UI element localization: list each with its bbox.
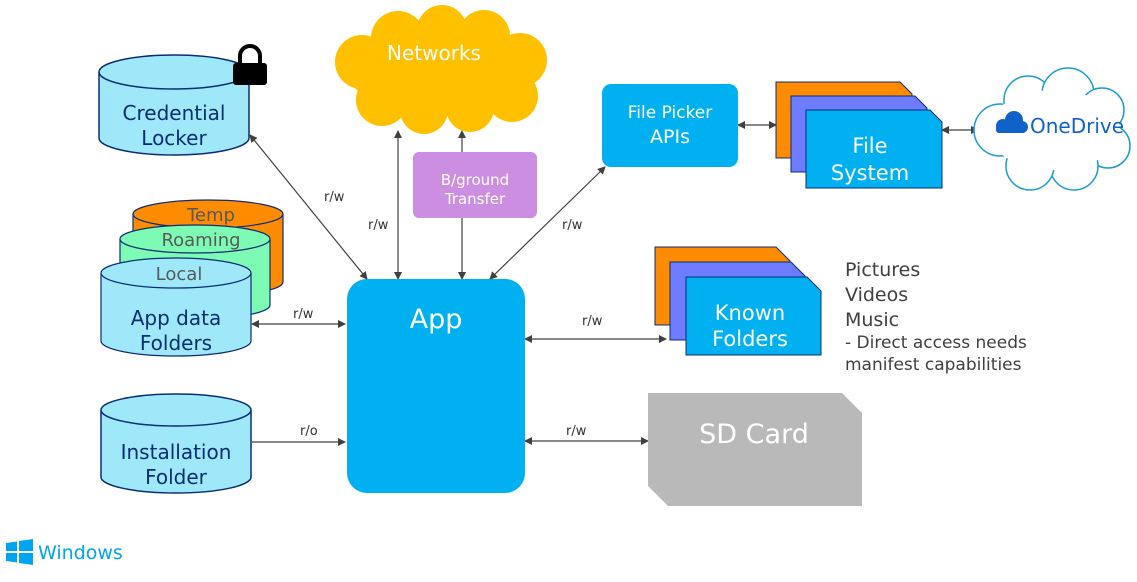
app-box [347, 279, 525, 493]
credential-locker-cylinder [98, 72, 250, 156]
bground-transfer-box [413, 152, 537, 218]
file-picker-label-line2: APIs [650, 126, 690, 148]
installation-folder-label-line2: Folder [145, 465, 208, 489]
onedrive-cloud-icon [996, 111, 1028, 133]
onedrive-label: OneDrive [1030, 114, 1124, 138]
roaming-label: Roaming [161, 230, 240, 251]
networks-cloud: Networks [335, 5, 547, 134]
local-cylinder [100, 273, 252, 357]
known-list-note-line1: - Direct access needs [845, 333, 1027, 353]
app-label: App [410, 304, 463, 335]
windows-brand: Windows [6, 539, 123, 565]
installation-folder-cylinder-top [100, 393, 252, 427]
credential-locker-node: Credential Locker [98, 54, 250, 156]
networks-label: Networks [387, 41, 481, 65]
file-system-label-line1: File [852, 134, 887, 158]
known-list-pictures: Pictures [845, 259, 920, 281]
windows-brand-label: Windows [38, 542, 123, 564]
sd-card-label: SD Card [699, 419, 809, 450]
file-system-node: File System [775, 81, 943, 189]
roaming-cylinder-top [119, 224, 271, 254]
known-list-note-line2: manifest capabilities [845, 355, 1022, 375]
known-folders-label-line2: Folders [712, 327, 788, 351]
edge-label-installation: r/o [300, 424, 318, 439]
known-folders-sheet-front [685, 276, 822, 356]
temp-label: Temp [186, 205, 235, 226]
known-list-videos: Videos [845, 284, 908, 306]
app-data-label-line2: Folders [140, 331, 212, 355]
bground-transfer-label-line2: Transfer [444, 190, 506, 208]
installation-folder-cylinder [100, 410, 252, 494]
installation-folder-node: Installation Folder [100, 393, 252, 494]
known-list-music: Music [845, 309, 899, 331]
credential-locker-label-line2: Locker [141, 126, 207, 150]
edges: r/w r/w r/w r/w r/w r/o r/w [249, 121, 979, 446]
file-picker-box [602, 84, 738, 167]
edge-credential-app [249, 134, 368, 280]
edge-label-credential: r/w [324, 190, 345, 205]
edge-filepicker-app [489, 166, 606, 280]
lock-icon [233, 44, 267, 85]
app-node: App [347, 279, 525, 493]
file-picker-node: File Picker APIs [602, 84, 738, 167]
bground-transfer-label-line1: B/ground [441, 171, 509, 189]
file-system-label-line2: System [831, 161, 909, 185]
credential-locker-cylinder-top [98, 54, 250, 90]
sd-card-node: SD Card [648, 393, 862, 506]
local-cylinder-top [100, 257, 252, 289]
known-folders-label-line1: Known [715, 301, 785, 325]
edge-label-sd-card: r/w [566, 424, 587, 439]
known-folders-list: Pictures Videos Music - Direct access ne… [845, 259, 1027, 375]
bground-transfer-node: B/ground Transfer [413, 152, 537, 218]
credential-locker-label-line1: Credential [123, 101, 226, 125]
sd-card-shape [648, 393, 862, 506]
edge-label-file-picker: r/w [562, 218, 583, 233]
app-data-folders-node: Temp Roaming Local App data Folders [100, 199, 284, 357]
file-system-sheet-front [805, 109, 943, 189]
local-label: Local [156, 264, 203, 285]
edge-label-app-data: r/w [293, 307, 314, 322]
windows-logo-icon [6, 539, 33, 565]
edge-label-networks: r/w [368, 218, 389, 233]
file-picker-label-line1: File Picker [628, 103, 713, 123]
installation-folder-label-line1: Installation [121, 440, 232, 464]
onedrive-node: OneDrive [973, 67, 1131, 191]
app-data-label-line1: App data [131, 306, 221, 330]
edge-label-known-folders: r/w [582, 314, 603, 329]
known-folders-node: Known Folders [654, 246, 822, 356]
